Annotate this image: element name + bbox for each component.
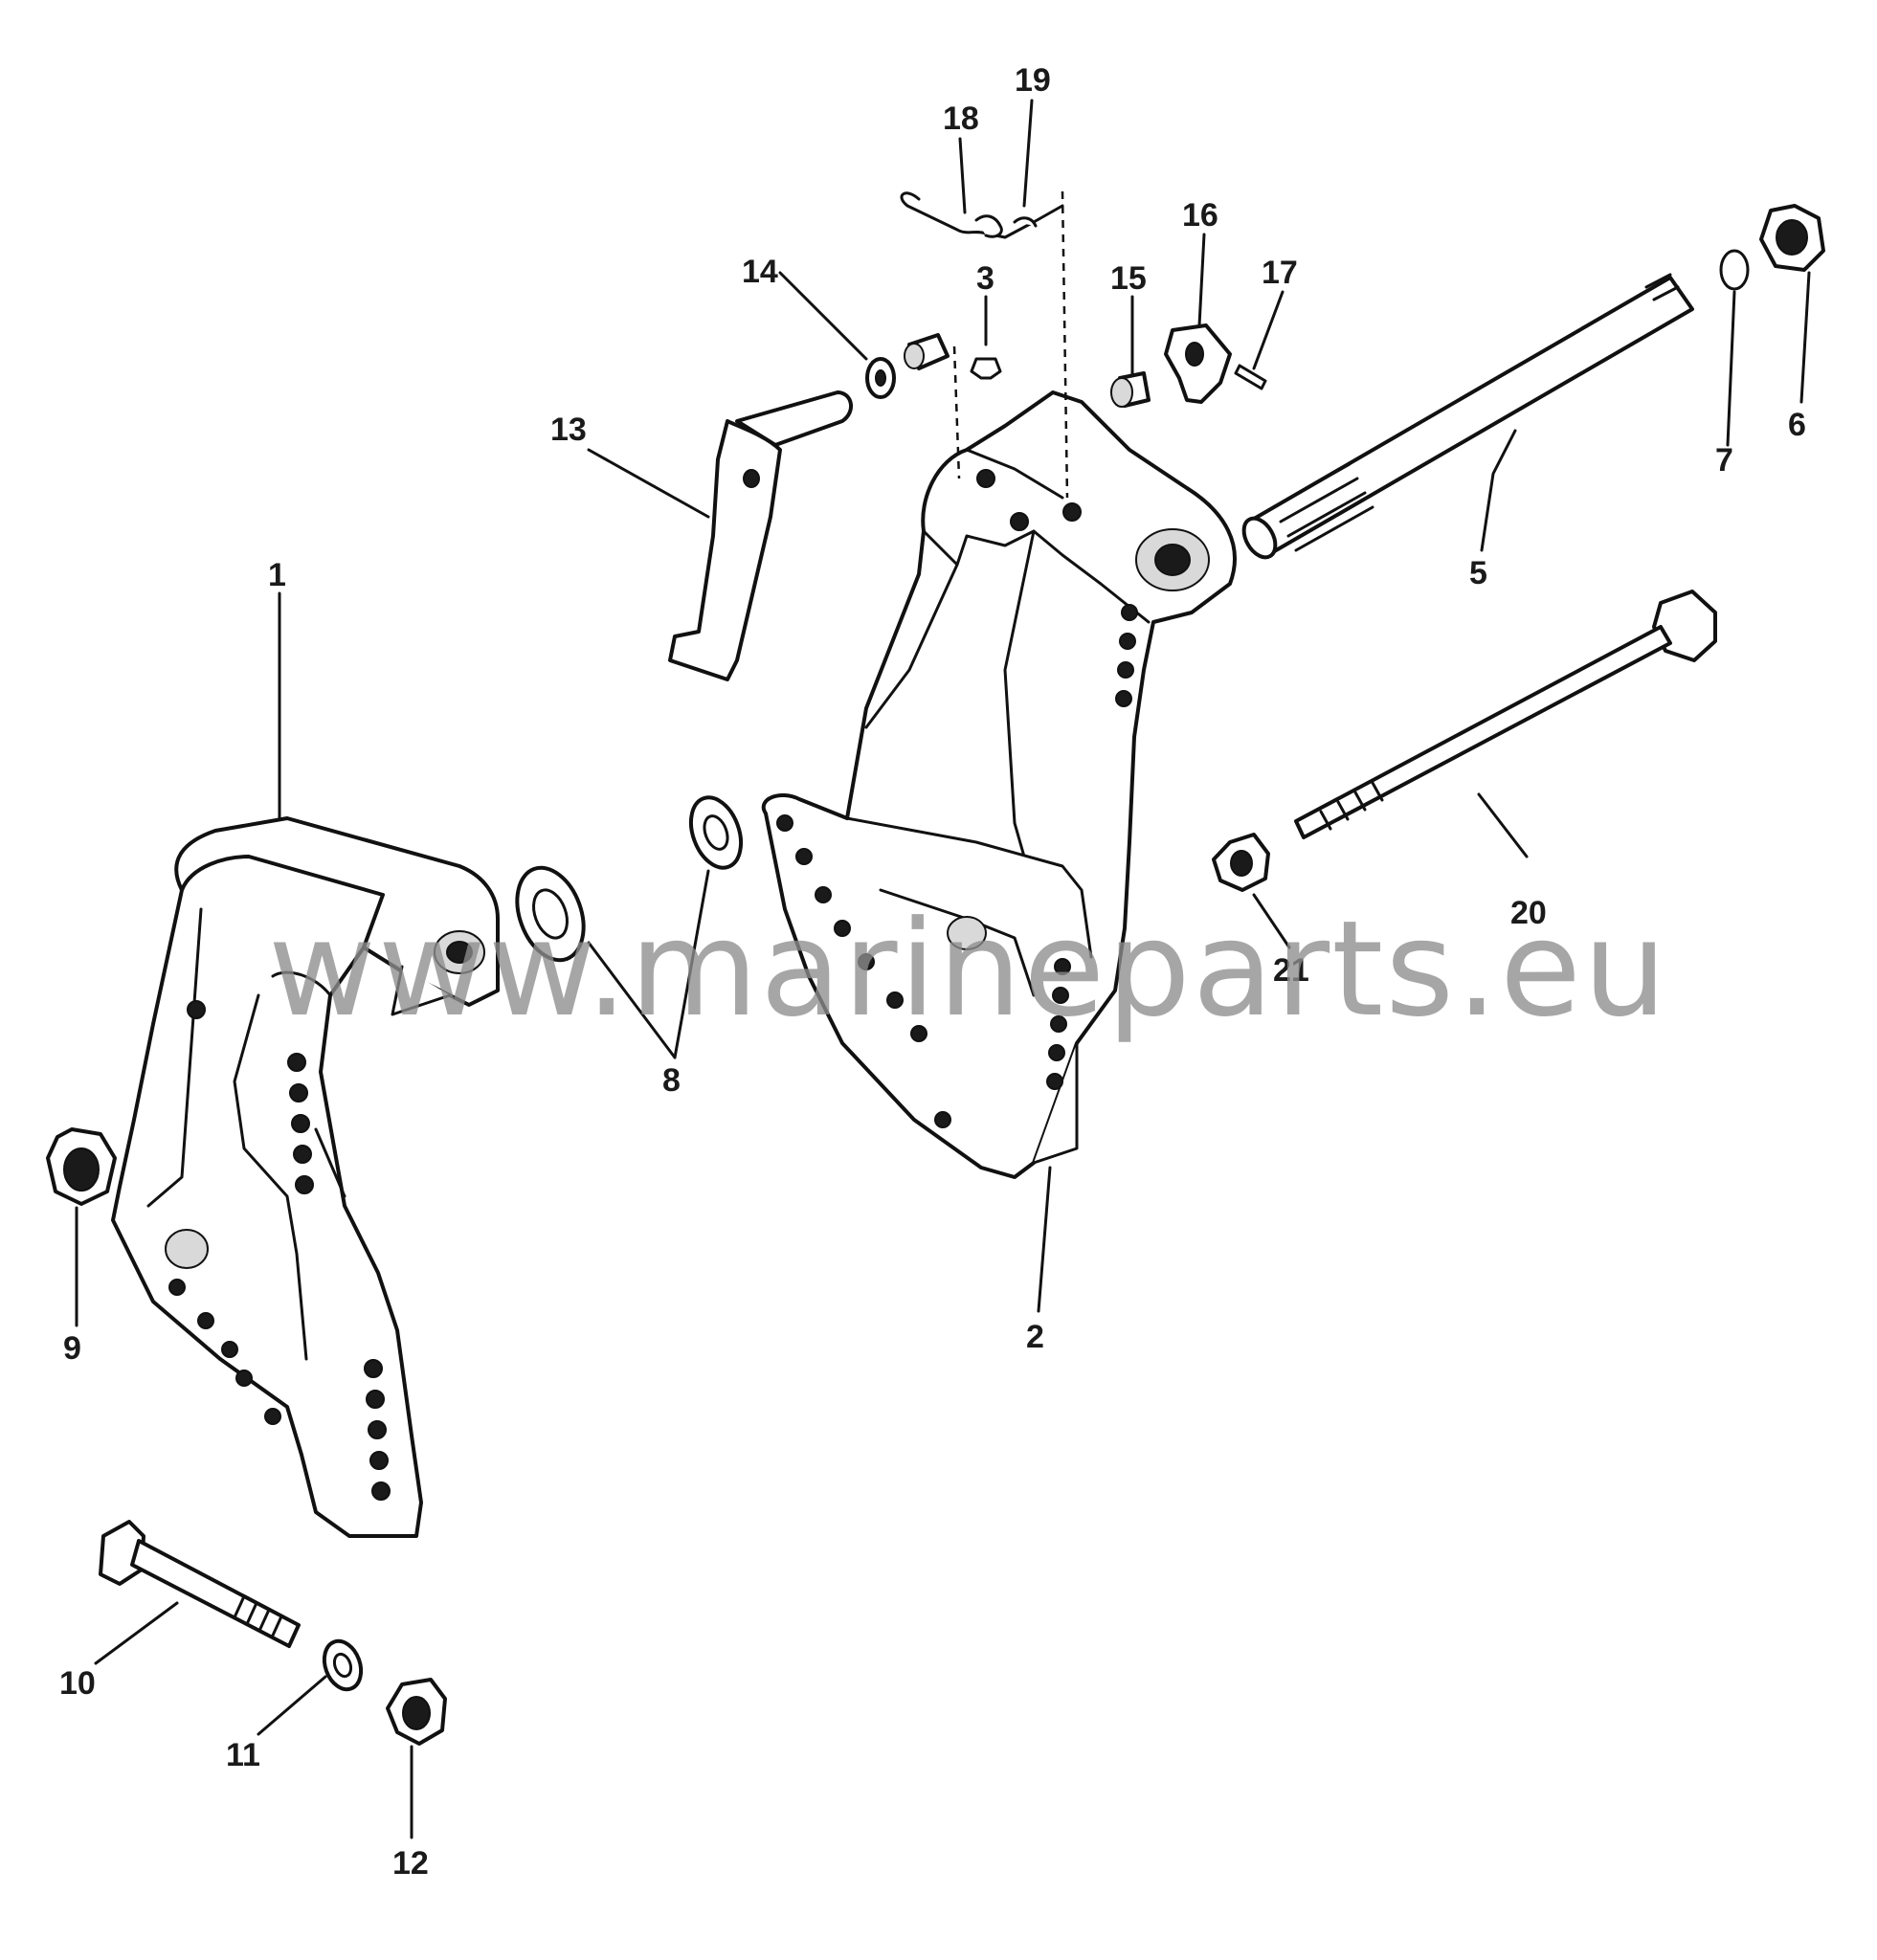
long-bolt [1294, 590, 1717, 839]
lever-spring [900, 191, 1064, 239]
tilt-tube [1241, 273, 1694, 560]
callout-3: 3 [976, 260, 994, 297]
tilt-lever [668, 390, 853, 681]
callout-2: 2 [1026, 1319, 1044, 1355]
callout-16: 16 [1182, 197, 1218, 234]
callout-13: 13 [550, 412, 587, 448]
tilt-tube-washer [1719, 249, 1750, 291]
right-clamp-bracket [761, 390, 1237, 1179]
bottom-bolt [99, 1520, 301, 1648]
tilt-pin [1234, 364, 1267, 390]
tilt-tube-nut [1759, 204, 1825, 272]
callout-7: 7 [1715, 442, 1733, 479]
bracket-washers [515, 795, 744, 963]
callout-18: 18 [943, 100, 979, 137]
callout-12: 12 [392, 1845, 429, 1882]
callout-11: 11 [226, 1737, 260, 1773]
callout-labels: 1 2 3 5 6 7 8 9 10 11 12 13 14 15 16 17 … [59, 62, 1806, 1882]
tilt-bushing [1110, 371, 1151, 408]
callout-1: 1 [268, 557, 286, 593]
callout-19: 19 [1015, 62, 1051, 99]
callout-17: 17 [1262, 255, 1298, 291]
long-bolt-nut [1212, 833, 1270, 892]
callout-10: 10 [59, 1665, 96, 1702]
callout-20: 20 [1510, 895, 1547, 931]
tilt-cam [1164, 323, 1232, 404]
set-screw [970, 295, 1002, 380]
callout-15: 15 [1110, 260, 1147, 297]
callout-8: 8 [662, 1062, 681, 1099]
watermark-text: www.marineparts.eu [268, 892, 1668, 1046]
callout-21: 21 [1273, 952, 1309, 989]
left-nut [46, 1127, 117, 1206]
lever-washer [865, 333, 950, 399]
leader-lines [75, 99, 1811, 1839]
left-clamp-bracket [111, 816, 500, 1538]
bottom-washer [322, 1638, 364, 1692]
callout-5: 5 [1469, 555, 1487, 591]
bottom-nut [386, 1678, 447, 1746]
callout-9: 9 [63, 1330, 81, 1367]
callout-6: 6 [1788, 407, 1806, 443]
callout-14: 14 [742, 254, 778, 290]
